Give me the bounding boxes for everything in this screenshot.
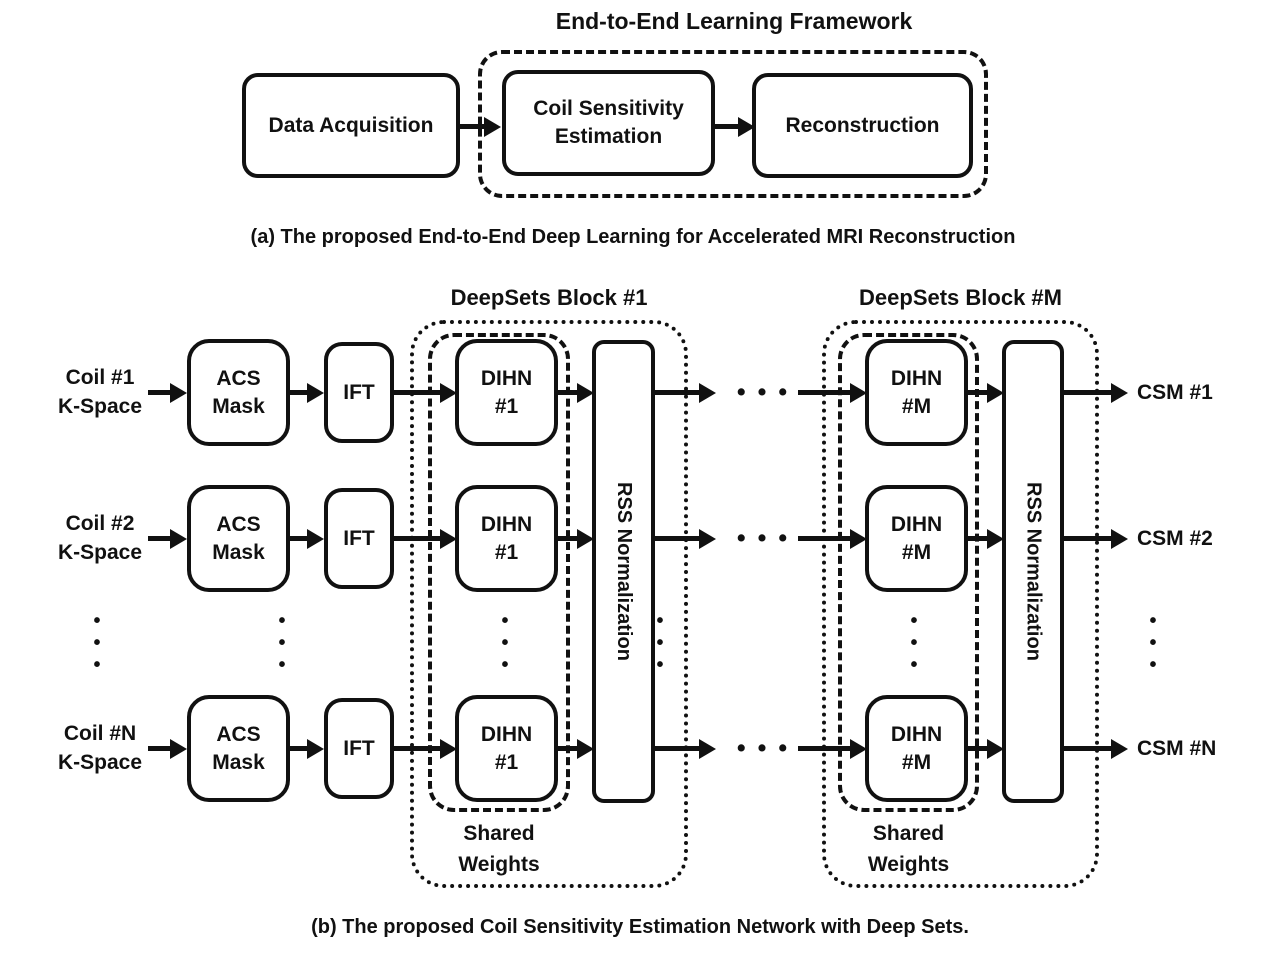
shared-weights-outline-blockm <box>838 333 979 812</box>
flow-arrow <box>288 528 324 549</box>
shared-weights-label-block1: Shared Weights <box>458 822 540 876</box>
acs-mask-box: ACS Mask <box>187 695 290 802</box>
flow-arrow <box>966 382 1004 403</box>
csm-output-label: CSM #N <box>1137 737 1217 760</box>
coil-input-label: Coil #2 K-Space <box>57 512 143 564</box>
data-acquisition-box: Data Acquisition <box>242 73 460 178</box>
flow-arrow <box>1062 738 1128 759</box>
flow-arrow <box>653 528 716 549</box>
flow-arrow <box>392 738 457 759</box>
flow-arrow <box>556 528 594 549</box>
vertical-ellipsis: • • • <box>1149 610 1157 676</box>
deepsets-block-m-label: DeepSets Block #M <box>859 285 1062 310</box>
dihn-m-box: DIHN #M <box>865 339 968 446</box>
shared-weights-outline-block1 <box>428 333 570 812</box>
flow-arrow <box>458 116 501 137</box>
deepsets-block-m-outline <box>822 320 1099 888</box>
dihn-1-box: DIHN #1 <box>455 695 558 802</box>
vertical-ellipsis: • • • <box>93 610 101 676</box>
vertical-ellipsis: • • • <box>656 610 664 676</box>
acs-mask-box: ACS Mask <box>187 339 290 446</box>
horizontal-ellipsis: • • • <box>736 734 788 762</box>
acs-mask-box: ACS Mask <box>187 485 290 592</box>
horizontal-ellipsis: • • • <box>736 524 788 552</box>
flow-arrow <box>148 738 187 759</box>
vertical-ellipsis: • • • <box>501 610 509 676</box>
ift-box: IFT <box>324 698 394 799</box>
rss-normalization-box: RSS Normalization <box>592 340 655 803</box>
flow-arrow <box>392 528 457 549</box>
flow-arrow <box>653 738 716 759</box>
flow-arrow <box>288 382 324 403</box>
flow-arrow <box>556 382 594 403</box>
panel-a-title: End-to-End Learning Framework <box>555 8 913 34</box>
horizontal-ellipsis: • • • <box>736 378 788 406</box>
flow-arrow <box>966 528 1004 549</box>
coil-sensitivity-estimation-box: Coil Sensitivity Estimation <box>502 70 715 176</box>
flow-arrow <box>288 738 324 759</box>
flow-arrow <box>148 528 187 549</box>
deepsets-block-1-label: DeepSets Block #1 <box>450 285 648 310</box>
flow-arrow <box>713 116 755 137</box>
shared-weights-label-blockm: Shared Weights <box>867 822 950 876</box>
dihn-1-box: DIHN #1 <box>455 485 558 592</box>
csm-output-label: CSM #1 <box>1137 381 1213 404</box>
vertical-ellipsis: • • • <box>278 610 286 676</box>
csm-output-label: CSM #2 <box>1137 527 1213 550</box>
flow-arrow <box>148 382 187 403</box>
flow-arrow <box>556 738 594 759</box>
flow-arrow <box>798 382 867 403</box>
dihn-1-box: DIHN #1 <box>455 339 558 446</box>
deepsets-block-1-outline <box>410 320 688 888</box>
dihn-m-box: DIHN #M <box>865 485 968 592</box>
flow-arrow <box>798 528 867 549</box>
flow-arrow <box>798 738 867 759</box>
ift-box: IFT <box>324 488 394 589</box>
flow-arrow <box>1062 382 1128 403</box>
dihn-m-box: DIHN #M <box>865 695 968 802</box>
coil-input-label: Coil #1 K-Space <box>57 366 143 418</box>
panel-a-caption: (a) The proposed End-to-End Deep Learnin… <box>250 226 1016 248</box>
coil-input-label: Coil #N K-Space <box>57 722 143 774</box>
ift-box: IFT <box>324 342 394 443</box>
panel-b-caption: (b) The proposed Coil Sensitivity Estima… <box>311 916 969 938</box>
rss-normalization-box: RSS Normalization <box>1002 340 1064 803</box>
flow-arrow <box>653 382 716 403</box>
flow-arrow <box>392 382 457 403</box>
reconstruction-box: Reconstruction <box>752 73 973 178</box>
flow-arrow <box>966 738 1004 759</box>
flow-arrow <box>1062 528 1128 549</box>
vertical-ellipsis: • • • <box>910 610 918 676</box>
